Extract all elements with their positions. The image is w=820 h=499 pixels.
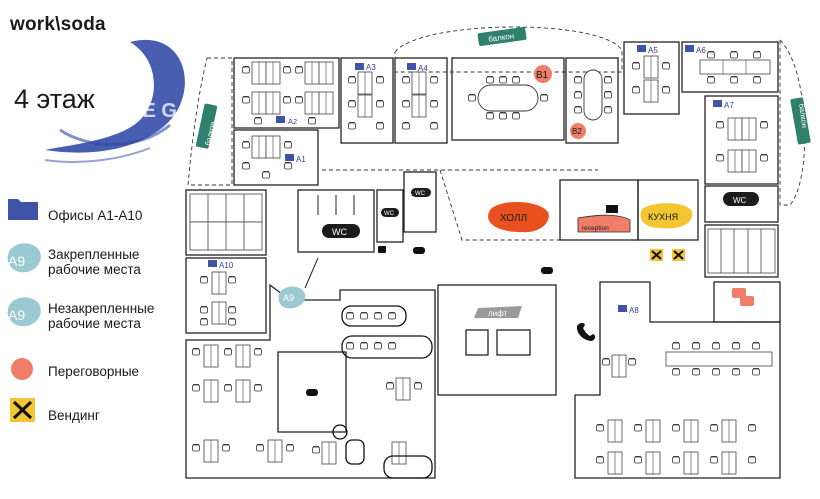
- coffee-icon: [378, 246, 386, 253]
- desks-a10: [200, 271, 236, 326]
- phone-icon: [576, 322, 596, 341]
- legend-vending-icon: [10, 398, 35, 422]
- legend-fixed-label-1: Закрепленные: [48, 247, 140, 262]
- floor-title: 4 этаж: [14, 84, 95, 114]
- legend-fixed-desk-badge: [7, 243, 41, 273]
- balcony-top-label: балкон: [488, 31, 515, 44]
- brand-logo-text: work\soda: [10, 14, 106, 35]
- desks-a2: [242, 61, 334, 125]
- meeting-b2-marker[interactable]: [570, 123, 586, 139]
- office-a4-tag[interactable]: А4: [407, 63, 428, 73]
- office-a2-tag[interactable]: А2: [276, 116, 297, 126]
- hall-label: ХОЛЛ: [500, 213, 527, 224]
- svg-text:А2: А2: [288, 117, 297, 126]
- wc-right-label: WC: [733, 196, 747, 205]
- balcony-right-label: балкон: [797, 103, 809, 128]
- office-a8-tag[interactable]: А8: [618, 305, 639, 315]
- legend-flex-label-2: рабочие места: [48, 316, 141, 331]
- office-a5-tag[interactable]: А5: [637, 45, 658, 55]
- legend-fixed-badge-text: А9: [8, 253, 25, 269]
- svg-text:А10: А10: [219, 261, 234, 270]
- meeting-b1-marker[interactable]: [534, 65, 552, 83]
- a9-map-badge[interactable]: [278, 257, 319, 309]
- svg-text:А4: А4: [418, 64, 428, 73]
- legend-fixed-label-2: рабочие места: [48, 262, 141, 277]
- hall-area[interactable]: [488, 201, 549, 233]
- vending-icon-2[interactable]: [672, 249, 685, 261]
- wc-main-label: WC: [332, 227, 347, 237]
- storage-left: [189, 193, 263, 251]
- logo-watermark: CE GA: [128, 100, 191, 122]
- reception-label: reception: [582, 225, 609, 232]
- meeting-b1-label: B1: [536, 70, 549, 81]
- flex-spot-highlights: [332, 305, 433, 479]
- reception-desk[interactable]: [577, 205, 631, 233]
- balcony-right: [790, 97, 811, 145]
- speech-bubble-icon: [732, 288, 754, 306]
- vending-icon-1[interactable]: [650, 249, 663, 261]
- wc-small-1-label: WC: [384, 211, 395, 217]
- svg-text:А5: А5: [648, 46, 658, 55]
- svg-text:А1: А1: [296, 155, 306, 164]
- balcony-top: [477, 26, 527, 47]
- wc-small-2-label: WC: [415, 191, 426, 197]
- desks-a3: [348, 71, 384, 130]
- office-a3-tag[interactable]: А3: [355, 63, 376, 72]
- wc-main[interactable]: [322, 224, 360, 238]
- wc-stalls: [317, 195, 355, 215]
- walls: [185, 41, 781, 479]
- meeting-room-b2-table: [574, 69, 612, 121]
- office-a7-tag[interactable]: А7: [713, 100, 734, 110]
- legend-flex-label-1: Незакрепленные: [48, 301, 155, 316]
- balcony-left: [195, 103, 218, 149]
- wc-small-1[interactable]: [381, 208, 399, 217]
- svg-text:А3: А3: [366, 63, 376, 72]
- desks-a8: [596, 341, 773, 475]
- office-a10-tag[interactable]: А10: [208, 260, 234, 270]
- legend-flex-badge-text: А9: [8, 307, 25, 323]
- wc-right[interactable]: [723, 192, 759, 206]
- kitchen-area[interactable]: [640, 203, 693, 229]
- legend-meeting-dot-icon: [11, 358, 33, 380]
- desks-a4: [402, 71, 438, 130]
- legend-meeting-label: Переговорные: [48, 364, 140, 379]
- legend-folder-icon: [8, 199, 38, 220]
- logo-brush-swoosh: [44, 39, 185, 163]
- meeting-b2-label: B2: [572, 127, 582, 136]
- svg-text:А6: А6: [696, 46, 706, 55]
- gamepad-icon: [306, 247, 553, 396]
- kitchen-label: КУХНЯ: [648, 212, 678, 222]
- desks-a7: [716, 117, 768, 173]
- a9-map-label: А9: [283, 293, 294, 303]
- storage-right: [707, 228, 776, 274]
- meeting-room-b1-table: [468, 76, 548, 120]
- svg-text:А7: А7: [724, 101, 734, 110]
- legend-offices-label: Офисы А1-А10: [48, 208, 143, 223]
- building-outline: [187, 26, 806, 241]
- coworking-desks: [192, 311, 422, 465]
- desks-a6: [699, 51, 771, 84]
- lift-marker[interactable]: [474, 306, 522, 318]
- office-a1-tag[interactable]: А1: [285, 154, 306, 164]
- svg-text:А8: А8: [629, 306, 639, 315]
- desks-a1: [242, 135, 292, 179]
- legend-flex-desk-badge: [7, 297, 41, 327]
- legend-vending-label: Вендинг: [48, 408, 100, 423]
- office-a6-tag[interactable]: А6: [685, 45, 706, 55]
- desks-a5: [632, 55, 670, 103]
- lift-label: лифт: [488, 309, 508, 318]
- wc-small-2[interactable]: [411, 188, 431, 197]
